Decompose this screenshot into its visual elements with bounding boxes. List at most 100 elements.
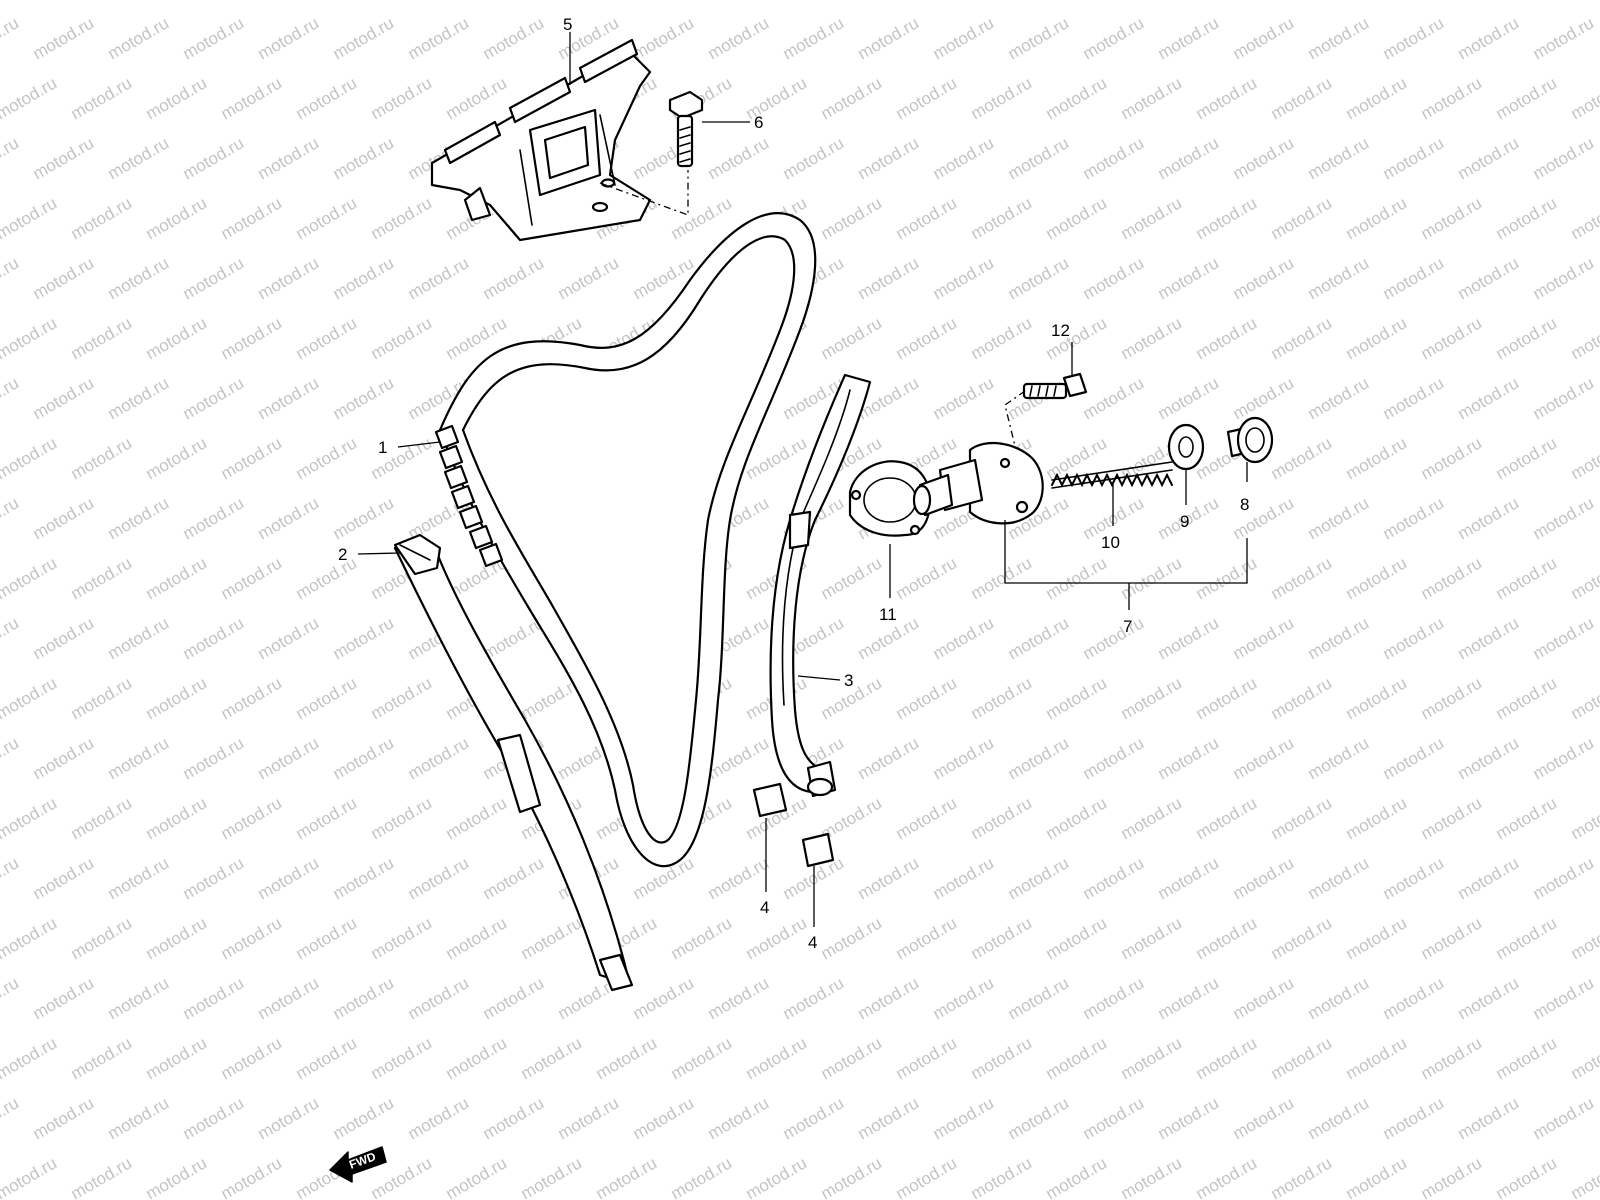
watermark-text: motod.ru bbox=[855, 733, 923, 783]
watermark-text: motod.ru bbox=[1530, 613, 1598, 663]
part-12-bolt[interactable] bbox=[1022, 372, 1088, 400]
watermark-text: motod.ru bbox=[30, 253, 98, 303]
watermark-text: motod.ru bbox=[1343, 793, 1411, 843]
watermark-text: motod.ru bbox=[1380, 733, 1448, 783]
watermark-text: motod.ru bbox=[443, 913, 511, 963]
watermark-text: motod.ru bbox=[818, 913, 886, 963]
watermark-text: motod.ru bbox=[330, 493, 398, 543]
watermark-text: motod.ru bbox=[0, 373, 22, 423]
fwd-arrow-icon: FWD bbox=[329, 1146, 387, 1183]
part-2-chain-tensioner-guide[interactable] bbox=[393, 533, 634, 992]
watermark-text: motod.ru bbox=[1530, 133, 1598, 183]
watermark-text: motod.ru bbox=[68, 73, 136, 123]
watermark-text: motod.ru bbox=[1005, 13, 1073, 63]
watermark-text: motod.ru bbox=[143, 913, 211, 963]
watermark-text: motod.ru bbox=[1043, 1033, 1111, 1083]
watermark-text: motod.ru bbox=[30, 733, 98, 783]
watermark-text: motod.ru bbox=[30, 373, 98, 423]
part-8-cap-bolt[interactable] bbox=[1226, 416, 1274, 464]
watermark-text: motod.ru bbox=[368, 793, 436, 843]
watermark-text: motod.ru bbox=[968, 1033, 1036, 1083]
watermark-text: motod.ru bbox=[743, 1153, 811, 1200]
watermark-text: motod.ru bbox=[30, 613, 98, 663]
watermark-text: motod.ru bbox=[930, 613, 998, 663]
watermark-text: motod.ru bbox=[968, 553, 1036, 603]
part-10-spring[interactable] bbox=[1051, 461, 1173, 489]
watermark-text: motod.ru bbox=[293, 1033, 361, 1083]
callout-12: 12 bbox=[1051, 321, 1070, 340]
watermark-text: motod.ru bbox=[0, 973, 22, 1023]
watermark-text: motod.ru bbox=[1305, 973, 1373, 1023]
watermark-text: motod.ru bbox=[1343, 313, 1411, 363]
watermark-text: motod.ru bbox=[1493, 1033, 1561, 1083]
watermark-text: motod.ru bbox=[368, 673, 436, 723]
part-4-cushion-a[interactable] bbox=[752, 782, 788, 818]
watermark-text: motod.ru bbox=[893, 793, 961, 843]
watermark-text: motod.ru bbox=[1080, 13, 1148, 63]
watermark-text: motod.ru bbox=[1418, 433, 1486, 483]
watermark-text: motod.ru bbox=[1305, 373, 1373, 423]
watermark-text: motod.ru bbox=[893, 1033, 961, 1083]
watermark-text: motod.ru bbox=[1080, 253, 1148, 303]
watermark-text: motod.ru bbox=[68, 193, 136, 243]
watermark-text: motod.ru bbox=[1230, 613, 1298, 663]
watermark-text: motod.ru bbox=[1155, 733, 1223, 783]
watermark-text: motod.ru bbox=[443, 793, 511, 843]
part-1-cam-chain[interactable] bbox=[434, 212, 817, 868]
callout-10: 10 bbox=[1101, 533, 1120, 552]
watermark-text: motod.ru bbox=[293, 913, 361, 963]
watermark-text: motod.ru bbox=[1005, 133, 1073, 183]
watermark-text: motod.ru bbox=[218, 193, 286, 243]
watermark-text: motod.ru bbox=[330, 253, 398, 303]
watermark-text: motod.ru bbox=[330, 973, 398, 1023]
watermark-text: motod.ru bbox=[1568, 73, 1600, 123]
watermark-text: motod.ru bbox=[443, 73, 511, 123]
watermark-text: motod.ru bbox=[1380, 133, 1448, 183]
watermark-text: motod.ru bbox=[180, 973, 248, 1023]
watermark-text: motod.ru bbox=[330, 13, 398, 63]
watermark-text: motod.ru bbox=[0, 193, 60, 243]
watermark-text: motod.ru bbox=[968, 193, 1036, 243]
watermark-text: motod.ru bbox=[1268, 313, 1336, 363]
watermark-text: motod.ru bbox=[218, 913, 286, 963]
watermark-text: motod.ru bbox=[405, 13, 473, 63]
watermark-text: motod.ru bbox=[1455, 733, 1523, 783]
watermark-text: motod.ru bbox=[743, 0, 811, 3]
watermark-text: motod.ru bbox=[218, 313, 286, 363]
watermark-text: motod.ru bbox=[855, 253, 923, 303]
watermark-text: motod.ru bbox=[218, 553, 286, 603]
watermark-text: motod.ru bbox=[668, 193, 736, 243]
part-5-upper-chain-guide[interactable] bbox=[430, 38, 652, 242]
watermark-text: motod.ru bbox=[1005, 1093, 1073, 1143]
callout-2: 2 bbox=[338, 545, 347, 564]
watermark-text: motod.ru bbox=[1268, 73, 1336, 123]
watermark-text: motod.ru bbox=[1305, 733, 1373, 783]
watermark-text: motod.ru bbox=[855, 13, 923, 63]
watermark-text: motod.ru bbox=[1193, 1153, 1261, 1200]
watermark-text: motod.ru bbox=[780, 973, 848, 1023]
watermark-text: motod.ru bbox=[1568, 913, 1600, 963]
watermark-text: motod.ru bbox=[0, 913, 60, 963]
watermark-text: motod.ru bbox=[1230, 733, 1298, 783]
watermark-text: motod.ru bbox=[218, 793, 286, 843]
watermark-text: motod.ru bbox=[968, 0, 1036, 3]
part-7-cam-chain-tensioner-assembly[interactable] bbox=[912, 442, 1044, 525]
watermark-text: motod.ru bbox=[1455, 973, 1523, 1023]
part-9-washer[interactable] bbox=[1167, 423, 1205, 471]
watermark-text: motod.ru bbox=[1418, 313, 1486, 363]
watermark-text: motod.ru bbox=[143, 673, 211, 723]
watermark-text: motod.ru bbox=[818, 1153, 886, 1200]
part-3-chain-guide[interactable] bbox=[769, 373, 872, 798]
watermark-text: motod.ru bbox=[1118, 1153, 1186, 1200]
watermark-text: motod.ru bbox=[1118, 793, 1186, 843]
watermark-text: motod.ru bbox=[180, 853, 248, 903]
part-6-bolt[interactable] bbox=[668, 90, 704, 168]
watermark-text: motod.ru bbox=[330, 733, 398, 783]
watermark-text: motod.ru bbox=[743, 1033, 811, 1083]
watermark-text: motod.ru bbox=[818, 73, 886, 123]
watermark-text: motod.ru bbox=[743, 913, 811, 963]
watermark-text: motod.ru bbox=[0, 553, 60, 603]
watermark-text: motod.ru bbox=[1568, 1033, 1600, 1083]
part-4-cushion-b[interactable] bbox=[801, 832, 835, 868]
watermark-text: motod.ru bbox=[1418, 673, 1486, 723]
